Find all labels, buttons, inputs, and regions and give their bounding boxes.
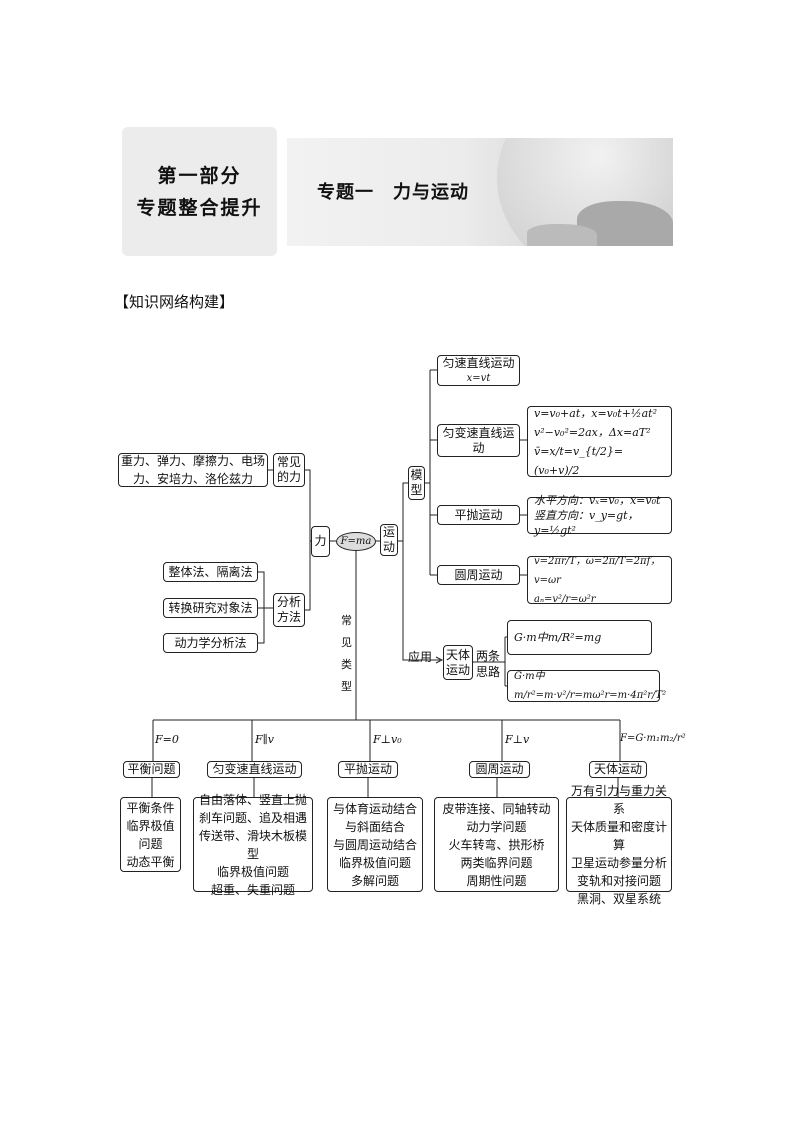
- center-node-f-ma: F=ma: [336, 532, 376, 551]
- type-name: 平衡问题: [123, 761, 180, 778]
- item: 多解问题: [350, 873, 399, 888]
- common-forces-list: 重力、弹力、摩擦力、电场力、安培力、洛伦兹力: [118, 453, 268, 487]
- analysis-methods-label: 分析方法: [273, 593, 305, 627]
- formula: 水平方向：vₓ=v₀，x=v₀t: [534, 494, 661, 507]
- type-items: 与体育运动结合与斜面结合与圆周运动结合临界极值问题多解问题: [327, 797, 423, 892]
- two-ways-label: 两条思路: [476, 649, 501, 679]
- rock-image: [527, 224, 597, 246]
- item: 黑洞、双星系统: [576, 891, 661, 906]
- model-circular: 圆周运动: [437, 565, 520, 585]
- item: 火车转弯、拱形桥: [448, 837, 545, 852]
- formula: 竖直方向：v_y=gt，y=½gt²: [534, 509, 639, 537]
- item: 天体质量和密度计算: [570, 819, 667, 852]
- type-condition: F=G·m₁m₂/r²: [620, 733, 686, 744]
- section-heading: 【知识网络构建】: [114, 293, 235, 311]
- celestial-formula: G·m中m/r²=m·v²/r=mω²r=m·4π²r/T²: [507, 670, 666, 702]
- item: 万有引力与重力关系: [570, 783, 667, 816]
- item: 周期性问题: [466, 873, 527, 888]
- item: 两类临界问题: [460, 855, 533, 870]
- formula: v̄=x/t=v_{t/2}=(v₀+v)/2: [534, 444, 624, 477]
- item: 平衡条件: [126, 800, 175, 815]
- part-name: 专题整合提升: [136, 196, 263, 219]
- formula: v=v₀+at，x=v₀t+½at²: [534, 406, 657, 420]
- item: 变轨和对接问题: [576, 873, 661, 888]
- uniform-accel-formulas: v=v₀+at，x=v₀t+½at² v²−v₀²=2ax，Δx=aT² v̄=…: [527, 406, 672, 477]
- item: 皮带连接、同轴转动: [442, 801, 551, 816]
- item: 问题: [138, 836, 163, 851]
- type-items: 万有引力与重力关系天体质量和密度计算卫星运动参量分析变轨和对接问题黑洞、双星系统: [566, 784, 672, 906]
- type-items: 皮带连接、同轴转动动力学问题火车转弯、拱形桥两类临界问题周期性问题: [434, 797, 559, 892]
- circular-formulas: v=2πr/T，ω=2π/T=2πf，v=ωr aₙ=v²/r=ω²r: [527, 556, 672, 605]
- method-item: 整体法、隔离法: [163, 562, 258, 582]
- celestial-node: 天体运动: [443, 645, 473, 680]
- projectile-formulas: 水平方向：vₓ=v₀，x=v₀t 竖直方向：v_y=gt，y=½gt²: [527, 494, 672, 537]
- item: 临界极值问题: [338, 855, 411, 870]
- common-types-label: 常见类型: [341, 614, 352, 693]
- model-uniform-linear: 匀速直线运动 x=vt: [437, 355, 520, 386]
- application-label: 应用: [408, 650, 433, 664]
- celestial-formula: G·m中m/R²=mg: [507, 620, 652, 655]
- item: 临界极值问题: [216, 864, 289, 879]
- formula: v²−v₀²=2ax，Δx=aT²: [534, 425, 651, 439]
- item: 自由落体、竖直上抛: [198, 792, 307, 807]
- common-forces-label: 常见的力: [273, 453, 305, 487]
- model-formula: x=vt: [466, 372, 491, 384]
- item: 与体育运动结合: [332, 801, 417, 816]
- type-items: 自由落体、竖直上抛刹车问题、追及相遇传送带、滑块木板模型临界极值问题超重、失重问…: [193, 793, 313, 897]
- model-node: 模型: [408, 466, 425, 500]
- formula: aₙ=v²/r=ω²r: [534, 593, 596, 605]
- item: 卫星运动参量分析: [570, 855, 667, 870]
- type-name: 匀变速直线运动: [207, 761, 302, 778]
- part-title-card: 第一部分 专题整合提升: [122, 127, 277, 256]
- topic-title: 专题一 力与运动: [317, 182, 469, 203]
- model-projectile: 平抛运动: [437, 505, 520, 525]
- model-uniform-accel: 匀变速直线运动: [437, 424, 520, 457]
- type-condition: F=0: [155, 733, 179, 746]
- item: 刹车问题、追及相遇: [198, 810, 307, 825]
- item: 与斜面结合: [344, 819, 405, 834]
- force-node: 力: [311, 526, 330, 557]
- method-item: 转换研究对象法: [163, 598, 258, 618]
- type-name: 天体运动: [589, 761, 647, 778]
- topic-banner: 专题一 力与运动: [287, 138, 673, 246]
- item: 临界极值: [126, 818, 175, 833]
- item: 传送带、滑块木板模型: [198, 828, 307, 861]
- type-name: 平抛运动: [338, 761, 398, 778]
- type-condition: F∥v: [255, 733, 274, 746]
- model-name: 匀速直线运动: [442, 355, 515, 370]
- item: 动力学问题: [466, 819, 527, 834]
- type-condition: F⊥v₀: [373, 733, 402, 746]
- item: 超重、失重问题: [210, 882, 295, 897]
- motion-node: 运动: [380, 524, 398, 556]
- type-items: 平衡条件临界极值问题动态平衡: [120, 797, 181, 872]
- part-number: 第一部分: [157, 164, 242, 187]
- formula: v=2πr/T，ω=2π/T=2πf，v=ωr: [534, 555, 661, 586]
- type-condition: F⊥v: [505, 733, 530, 746]
- method-item: 动力学分析法: [163, 633, 258, 653]
- type-name: 圆周运动: [469, 761, 530, 778]
- item: 与圆周运动结合: [332, 837, 417, 852]
- item: 动态平衡: [126, 854, 175, 869]
